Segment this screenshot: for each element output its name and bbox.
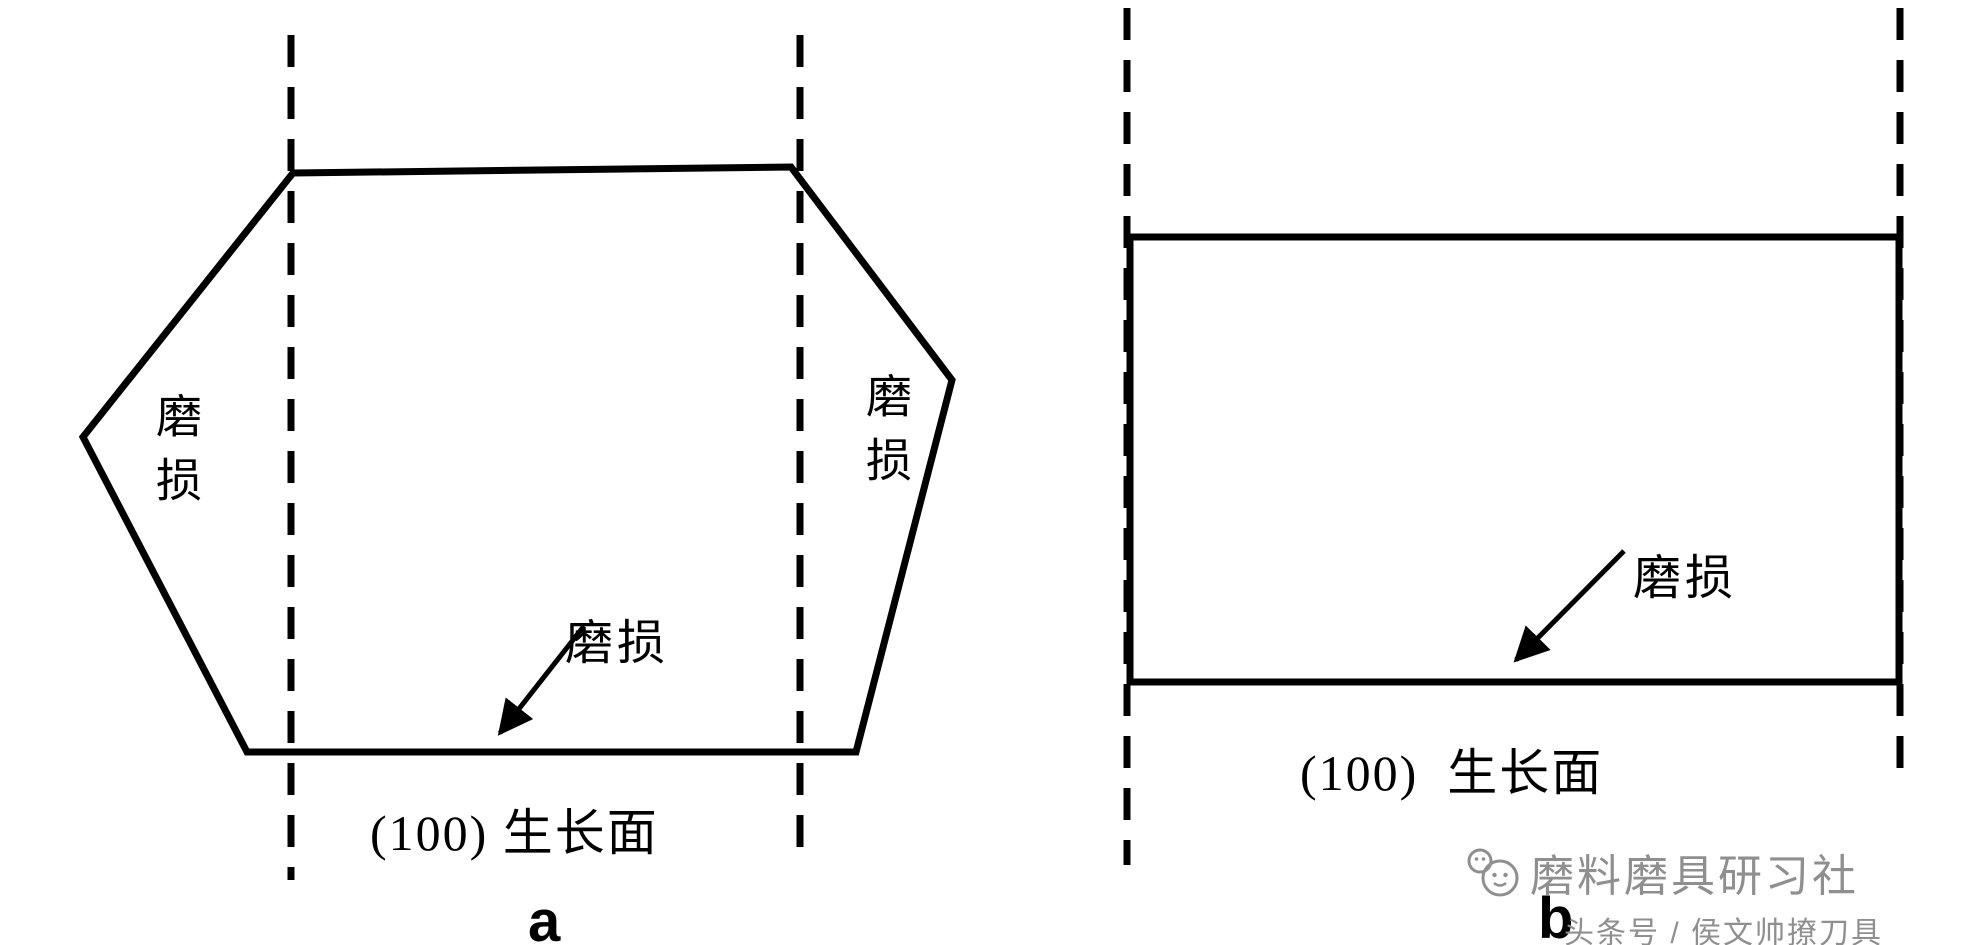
panel-letter-b: b (1538, 886, 1574, 945)
rectangle-crystal-b (1126, 233, 1903, 686)
growth-face-label-a: (100) 生长面 (370, 805, 659, 861)
watermark: 磨料磨具研习社 头条号 / 侯文帅撩刀具 (1462, 840, 1883, 945)
watermark-brand: 磨料磨具研习社 (1530, 852, 1859, 901)
wear-arrow-a (497, 624, 586, 736)
wear-label-left-a: 磨损 (150, 392, 201, 520)
hexagon-crystal-a (78, 163, 956, 756)
wear-label-right-a: 磨损 (860, 372, 911, 500)
growth-face-label-b: (100) 生长面 (1300, 745, 1604, 801)
watermark-logo-icon (1462, 845, 1526, 899)
wear-label-bottom-a: 磨损 (565, 617, 670, 670)
watermark-byline: 头条号 / 侯文帅撩刀具 (1564, 917, 1884, 945)
panel-letter-a: a (528, 889, 561, 945)
wear-arrow-b (1513, 549, 1626, 663)
wear-label-b: 磨损 (1633, 552, 1738, 605)
